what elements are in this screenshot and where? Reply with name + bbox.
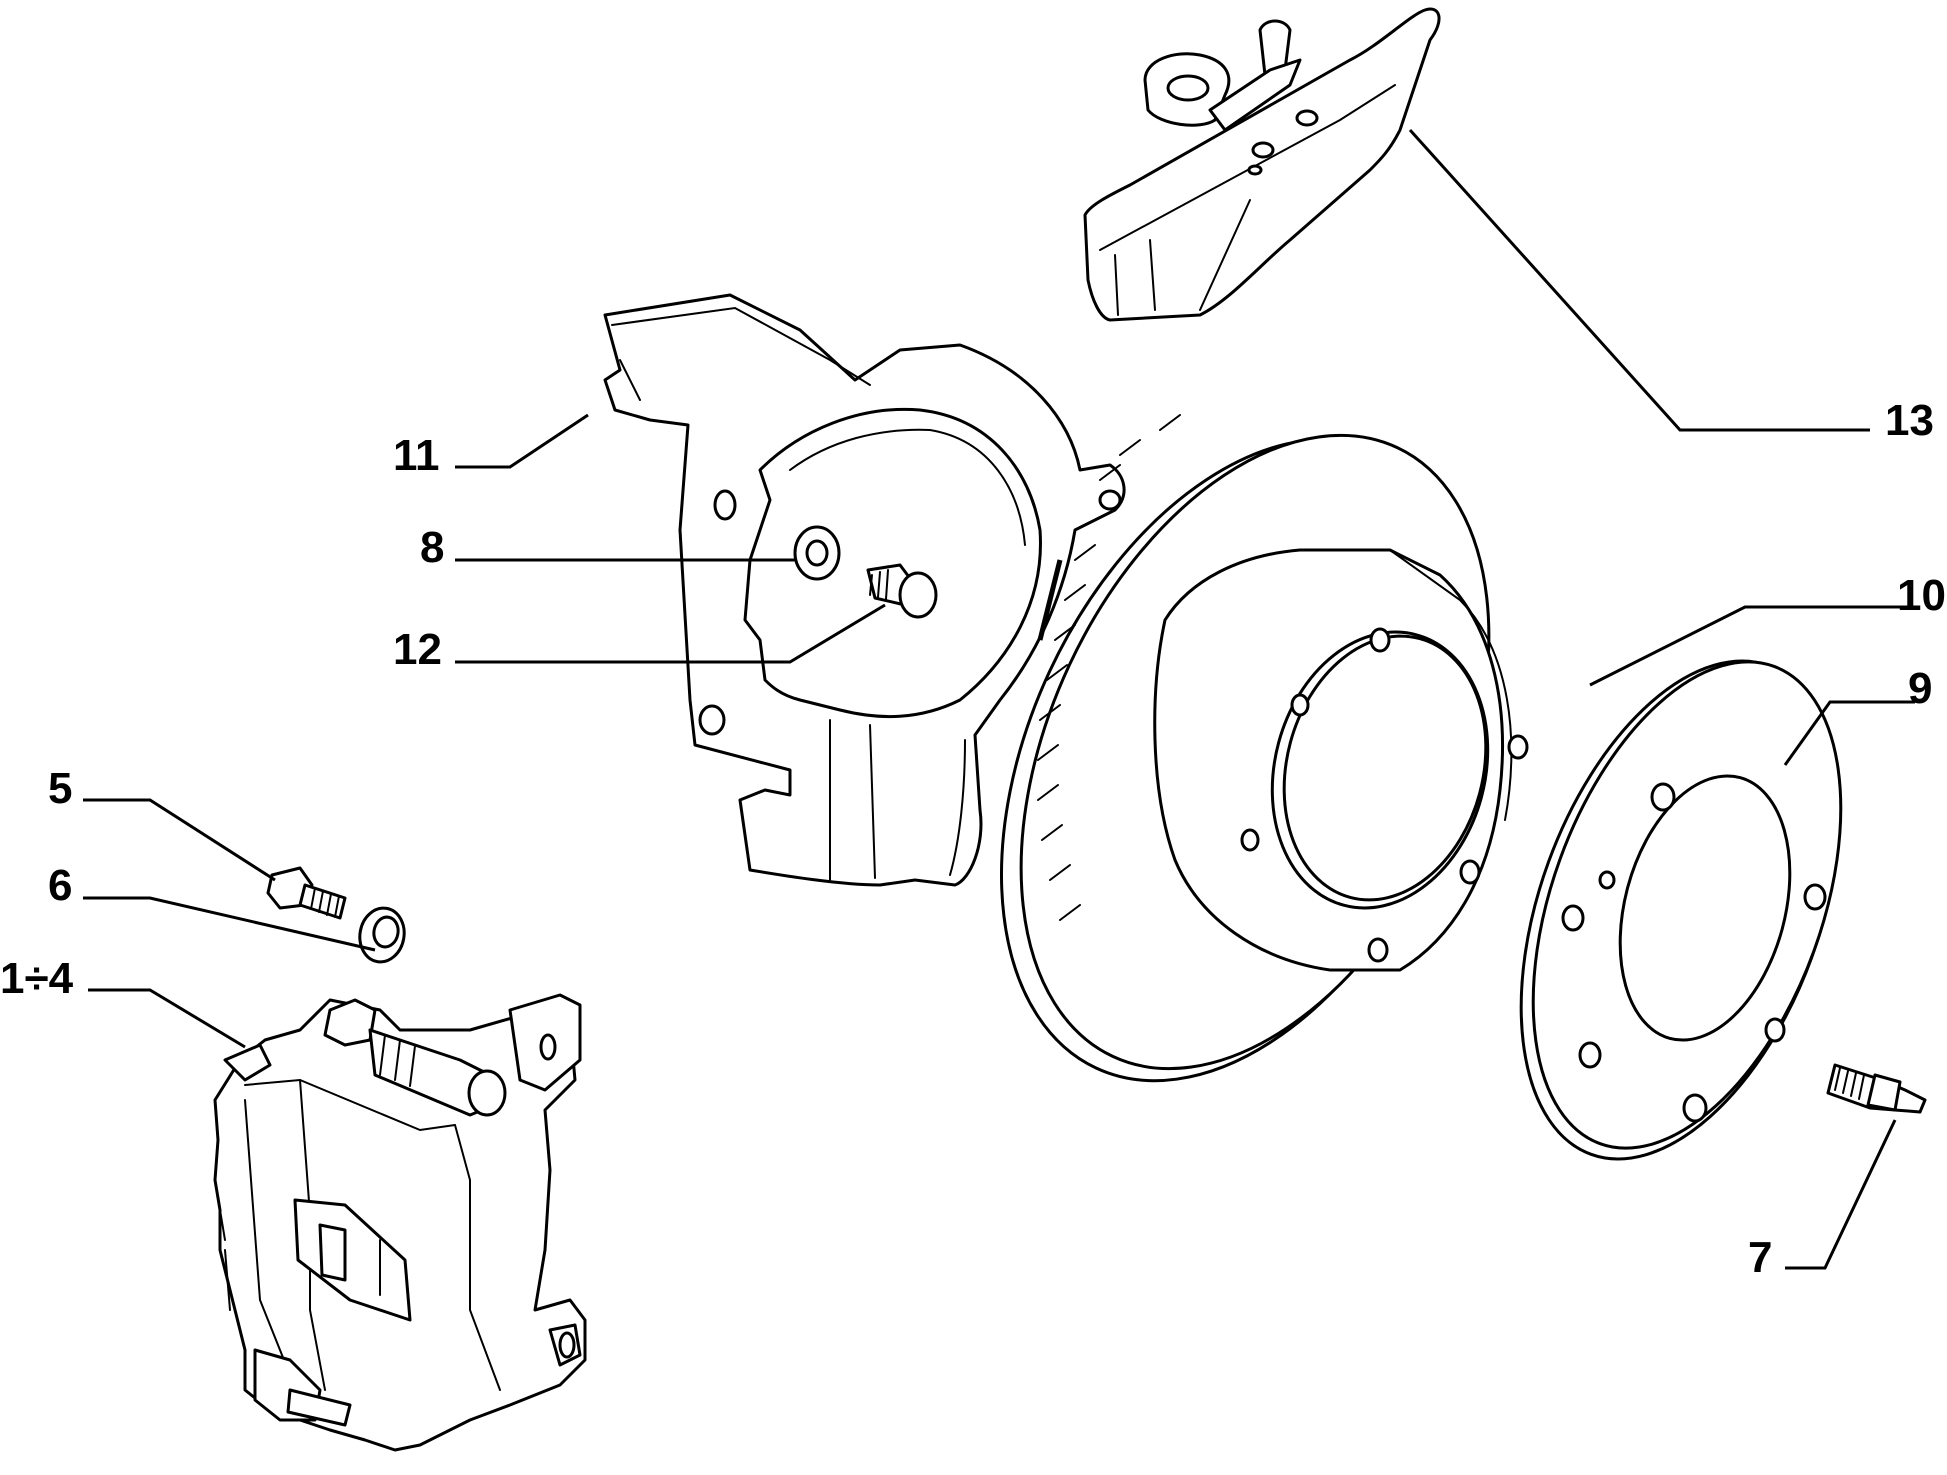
caliper-part-1-4 — [213, 993, 587, 1452]
label-6: 6 — [48, 861, 72, 910]
leader-line-1-4 — [88, 988, 246, 1049]
label-1-4: 1÷4 — [0, 954, 74, 1003]
disc-stud-holes — [1240, 627, 1529, 963]
dust-shield-part-11 — [603, 293, 1126, 887]
leader-line-13 — [1408, 128, 1870, 432]
wheel-stud-part-7 — [1826, 1063, 1927, 1114]
leader-lines — [83, 128, 1915, 1270]
label-11: 11 — [393, 431, 440, 480]
bolt-part-12 — [866, 563, 938, 619]
label-12: 12 — [393, 625, 442, 674]
washer-part-6 — [358, 906, 406, 964]
leader-line-10 — [1589, 605, 1905, 687]
hub-plate-part-9 — [1519, 659, 1843, 1161]
part-labels: 13 11 8 12 10 9 7 5 6 1÷4 — [0, 396, 1946, 1282]
leader-line-12 — [455, 603, 886, 664]
leader-line-6 — [83, 896, 376, 952]
label-8: 8 — [420, 523, 444, 572]
brake-disc-part-10 — [1000, 414, 1529, 1083]
hub-plate-holes — [1561, 782, 1827, 1123]
bolt-part-5 — [266, 866, 347, 920]
washer-part-8 — [793, 525, 841, 581]
leader-line-5 — [83, 798, 276, 882]
label-7: 7 — [1748, 1233, 1772, 1282]
leader-line-9 — [1783, 700, 1915, 766]
label-10: 10 — [1897, 571, 1946, 620]
label-13: 13 — [1885, 396, 1934, 445]
label-5: 5 — [48, 764, 72, 813]
leader-line-11 — [455, 413, 589, 469]
leader-line-7 — [1785, 1119, 1897, 1270]
label-9: 9 — [1908, 664, 1932, 713]
brake-pad-part-13 — [1083, 7, 1441, 322]
